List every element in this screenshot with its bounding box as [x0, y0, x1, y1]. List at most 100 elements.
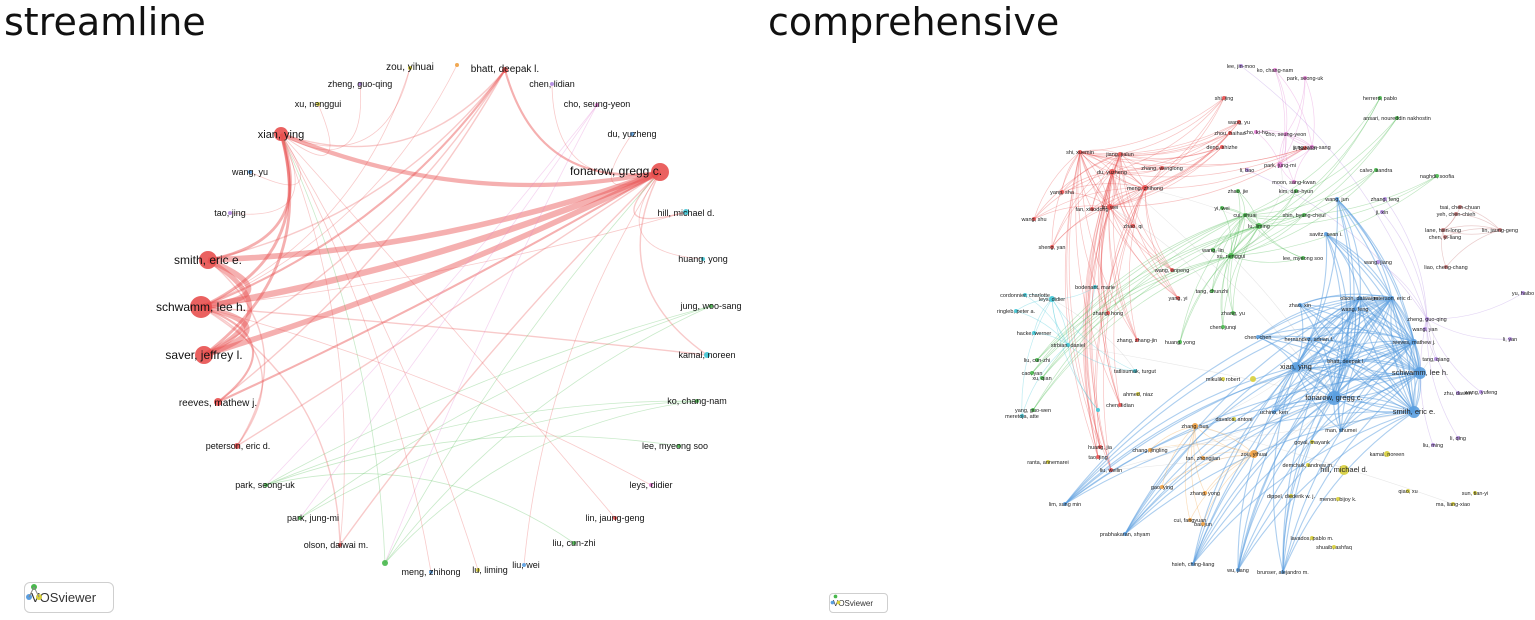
node-meng-zhihong[interactable] — [1142, 185, 1148, 191]
vosviewer-badge-right[interactable]: VOSviewer — [829, 593, 888, 613]
node-man-shumei[interactable] — [1339, 428, 1343, 432]
node-shi-xuemin[interactable] — [1078, 150, 1082, 154]
node-cui-shuai[interactable] — [1243, 213, 1247, 217]
node-chen-chen[interactable] — [1256, 335, 1260, 339]
node-ji-xin[interactable] — [1380, 210, 1384, 214]
node-zhao-xin[interactable] — [1298, 303, 1302, 307]
node-sun-tian-yi[interactable] — [1473, 491, 1477, 495]
node-zhang-wenglong[interactable] — [1160, 166, 1164, 170]
node-chen-junqi[interactable] — [1221, 325, 1225, 329]
node-zhu-dawen[interactable] — [1456, 391, 1460, 395]
node-sheng-yan[interactable] — [1050, 245, 1054, 249]
node-lee-myeong-soo[interactable] — [677, 444, 681, 448]
node-jiang-jialun[interactable] — [1118, 152, 1122, 156]
node-bhatt-deepak-l[interactable] — [1343, 358, 1349, 364]
node-mikulik-robert[interactable] — [1221, 377, 1225, 381]
node-huang-jia[interactable] — [1098, 445, 1102, 449]
node-olson-daiwai-m[interactable] — [338, 543, 342, 547]
node-unlabeled-teal[interactable] — [1096, 408, 1100, 412]
node-zhang-zhang-jin[interactable] — [1135, 338, 1139, 342]
node-tan-zhongjian[interactable] — [1201, 456, 1205, 460]
node-zhang-hong[interactable] — [1106, 311, 1110, 315]
node-ko-chang-nam[interactable] — [695, 399, 699, 403]
node-ringleb-peter-a[interactable] — [1014, 309, 1018, 313]
node-zheng-guo-qing[interactable] — [1425, 317, 1429, 321]
node-shuaib-ashfaq[interactable] — [1332, 545, 1336, 549]
node-lu-liming[interactable] — [476, 568, 480, 572]
node-zhang-hua[interactable] — [1192, 423, 1198, 429]
node-wang-lin[interactable] — [1211, 248, 1215, 252]
node-tsai-chen-chuan[interactable] — [1458, 205, 1462, 209]
node-lavados-pablo-m[interactable] — [1310, 536, 1314, 540]
node-lane-hsin-long[interactable] — [1441, 228, 1445, 232]
node-tatlisumak-turgut[interactable] — [1133, 369, 1137, 373]
node-wang-yu[interactable] — [1237, 120, 1241, 124]
node-xu-nenggui[interactable] — [1228, 253, 1234, 259]
node-shin-byung-cheul[interactable] — [1302, 213, 1306, 217]
node-cordonnier-charlotte[interactable] — [1023, 293, 1027, 297]
node-uchino-ken[interactable] — [1272, 410, 1276, 414]
node-peterson-eric-d[interactable] — [1390, 296, 1394, 300]
node-saver-jeffrey-l[interactable] — [195, 346, 213, 364]
node-hsieh-ching-liang[interactable] — [1191, 562, 1195, 566]
node-wang-yufeng[interactable] — [1479, 390, 1483, 394]
node-yang-guo-wen[interactable] — [1031, 408, 1035, 412]
node-bai-jun[interactable] — [1201, 522, 1205, 526]
node-yu-haibo[interactable] — [1521, 291, 1525, 295]
node-kamal-noreen[interactable] — [1384, 451, 1390, 457]
node-schwamm-lee-h[interactable] — [1414, 367, 1426, 379]
node-savitz-sean-i[interactable] — [1324, 232, 1328, 236]
node-meng-zhihong[interactable] — [429, 570, 433, 574]
node-menon-bijoy-k[interactable] — [1336, 497, 1340, 501]
node-meretoja-atte[interactable] — [1020, 414, 1024, 418]
node-wang-jiang[interactable] — [1376, 260, 1380, 264]
vosviewer-badge-left[interactable]: VOSviewer — [24, 582, 114, 613]
node-wang-yan[interactable] — [1423, 327, 1427, 331]
node-huang-yong[interactable] — [701, 257, 705, 261]
node-li-bao[interactable] — [1245, 168, 1249, 172]
node-kim-dae-hyun[interactable] — [1294, 189, 1298, 193]
node-shi-jing[interactable] — [1222, 96, 1226, 100]
node-tao-jing[interactable] — [1096, 455, 1100, 459]
node-lu-liming[interactable] — [1256, 223, 1262, 229]
node-gao-ying[interactable] — [1160, 485, 1164, 489]
node-ranta-annemarei[interactable] — [1046, 460, 1050, 464]
node-naghdi-soofia[interactable] — [1435, 174, 1439, 178]
node-liu-cun-zhi[interactable] — [572, 541, 576, 545]
node-fonarow-gregg-c[interactable] — [1327, 391, 1341, 405]
node-ma-liang-xiao[interactable] — [1451, 502, 1455, 506]
node-park-seong-uk[interactable] — [1303, 76, 1307, 80]
node-wang-feng[interactable] — [1353, 307, 1357, 311]
node-li-bohuan[interactable] — [1303, 146, 1307, 150]
node-wang-jun[interactable] — [1335, 197, 1339, 201]
node-liu-ming[interactable] — [1431, 443, 1435, 447]
node-ahmed-niaz[interactable] — [1136, 392, 1140, 396]
node-zhang-feng[interactable] — [1383, 197, 1387, 201]
node-lin-jaung-geng[interactable] — [1498, 228, 1502, 232]
node-moon-sang-kwan[interactable] — [1292, 180, 1296, 184]
node-xu-qian[interactable] — [1040, 376, 1044, 380]
node-wang-shu[interactable] — [1032, 217, 1036, 221]
node-olson-daiwai-m[interactable] — [1358, 296, 1362, 300]
node-lee-myeong-soo[interactable] — [1301, 256, 1305, 260]
node-herrero-pablo[interactable] — [1378, 96, 1382, 100]
node-unlabeled-green[interactable] — [382, 560, 388, 566]
node-yi-wei[interactable] — [1220, 206, 1224, 210]
node-xu-nenggui[interactable] — [316, 102, 320, 106]
node-liao-cheng-chang[interactable] — [1444, 265, 1448, 269]
node-peterson-eric-d[interactable] — [234, 443, 240, 449]
node-chen-yi-liang[interactable] — [1443, 235, 1447, 239]
node-unlabeled-yellow[interactable] — [1250, 376, 1256, 382]
node-jung-woo-sang[interactable] — [709, 304, 713, 308]
node-du-yuzheng[interactable] — [1109, 169, 1115, 175]
node-hill-michael-d[interactable] — [1339, 465, 1349, 475]
node-dippel-diederik-w-j[interactable] — [1289, 494, 1293, 498]
node-hill-michael-d[interactable] — [683, 209, 689, 215]
node-bhatt-deepak-l[interactable] — [502, 67, 508, 73]
node-kamal-noreen[interactable] — [704, 352, 710, 358]
node-hernandez-adrian-f[interactable] — [1307, 337, 1311, 341]
node-park-seong-uk[interactable] — [264, 483, 268, 487]
node-wu-jiang[interactable] — [1236, 568, 1240, 572]
node-zou-yihuai[interactable] — [408, 66, 412, 70]
